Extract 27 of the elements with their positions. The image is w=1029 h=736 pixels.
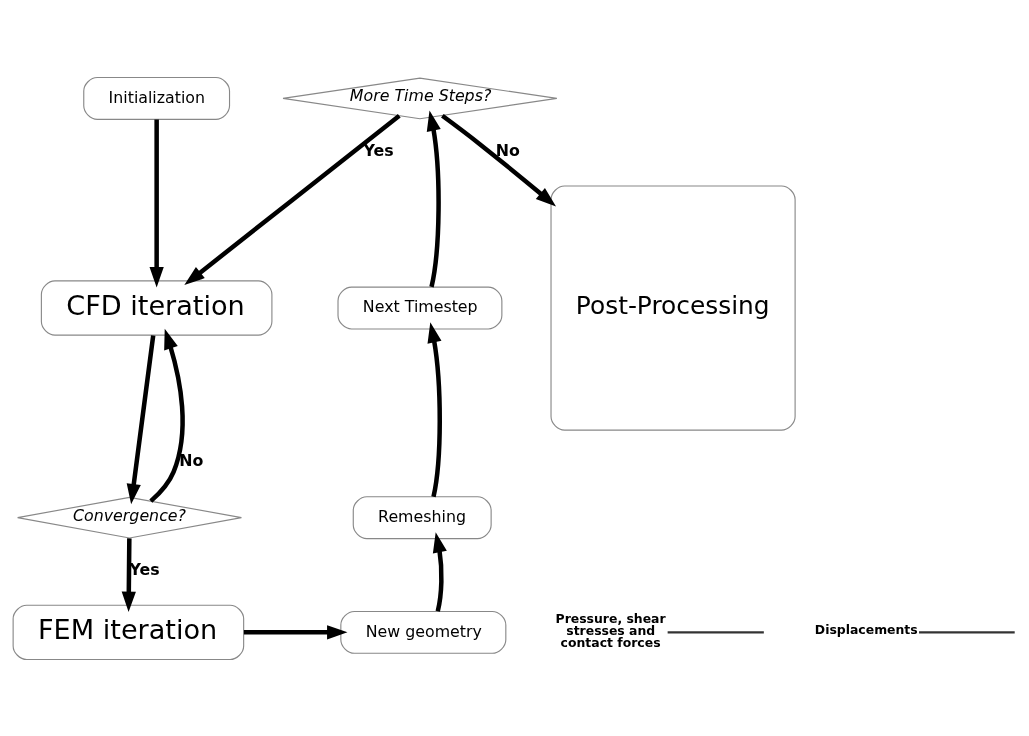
connector <box>919 630 1015 633</box>
node-box: Next Timestep <box>337 286 503 329</box>
edge-label: Yes <box>129 559 160 579</box>
arrow <box>126 334 156 504</box>
node-text: Displacements <box>814 621 918 637</box>
node-box: Remeshing <box>352 495 492 539</box>
arrow <box>426 110 441 287</box>
node-text: Pressure, shear stresses and contact forces <box>555 610 666 650</box>
edge-label: No <box>179 450 204 470</box>
node-box: CFD iteration <box>40 279 273 336</box>
arrow <box>427 321 442 497</box>
arrow <box>121 537 136 612</box>
node-diamond: Convergence? <box>17 496 242 539</box>
node-box: Post-Processing <box>550 184 796 431</box>
edge-label: Yes <box>363 140 394 160</box>
node-diamond: More Time Steps? <box>282 77 558 119</box>
arrow <box>441 113 557 206</box>
connector <box>667 630 764 633</box>
arrow <box>432 531 447 612</box>
arrow <box>149 118 164 287</box>
edge-label: No <box>495 140 520 160</box>
node-box: New geometry <box>340 610 507 654</box>
arrow <box>184 113 401 285</box>
arrow <box>149 328 185 503</box>
node-box: Initialization <box>83 76 231 120</box>
arrow <box>243 624 348 639</box>
node-box: FEM iteration <box>12 604 245 660</box>
